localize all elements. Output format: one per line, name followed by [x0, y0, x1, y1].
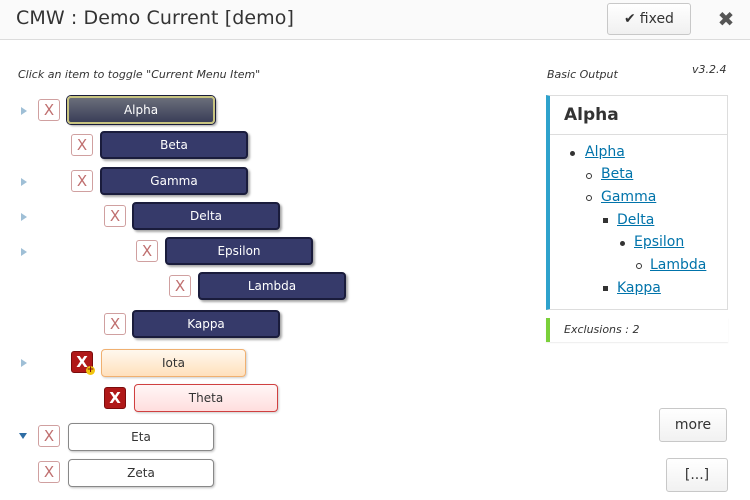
- exclude-toggle-zeta[interactable]: X: [38, 461, 60, 483]
- exclude-toggle-theta[interactable]: X: [104, 387, 126, 409]
- instructions-text: Click an item to toggle "Current Menu It…: [18, 68, 261, 81]
- exclude-toggle-alpha[interactable]: X: [38, 99, 60, 121]
- bullet-disc-icon: [620, 241, 625, 246]
- output-link-lambda[interactable]: Lambda: [650, 257, 707, 273]
- more-button[interactable]: more: [659, 408, 727, 442]
- expand-arrow-icon[interactable]: [21, 107, 27, 115]
- menu-item-lambda[interactable]: Lambda: [198, 272, 346, 300]
- output-link-beta[interactable]: Beta: [601, 166, 634, 182]
- menu-item-beta[interactable]: Beta: [100, 131, 248, 159]
- bullet-circle-icon: [636, 263, 642, 269]
- check-icon: ✔: [624, 11, 636, 27]
- bullet-square-icon: [603, 218, 608, 223]
- output-title: Alpha: [564, 105, 619, 125]
- menu-item-gamma[interactable]: Gamma: [100, 167, 248, 195]
- exclusions-count: Exclusions : 2: [546, 318, 728, 342]
- output-label: Basic Output: [547, 68, 618, 81]
- exclude-toggle-gamma[interactable]: X: [71, 170, 93, 192]
- exclude-toggle-epsilon[interactable]: X: [136, 240, 158, 262]
- output-link-epsilon[interactable]: Epsilon: [634, 234, 685, 250]
- menu-item-alpha[interactable]: Alpha: [67, 96, 215, 124]
- bullet-circle-icon: [586, 173, 592, 179]
- output-link-alpha[interactable]: Alpha: [585, 144, 625, 160]
- exclude-toggle-kappa[interactable]: X: [104, 313, 126, 335]
- dialog-header: CMW : Demo Current [demo] ✔ fixed ✖: [0, 0, 750, 40]
- divider: [550, 134, 727, 135]
- expand-arrow-icon[interactable]: [21, 248, 27, 256]
- exclude-toggle-iota[interactable]: X +: [71, 351, 95, 375]
- fixed-toggle-button[interactable]: ✔ fixed: [607, 3, 691, 35]
- exclude-toggle-beta[interactable]: X: [71, 134, 93, 156]
- expand-arrow-icon[interactable]: [21, 213, 27, 221]
- output-link-gamma[interactable]: Gamma: [601, 189, 657, 205]
- menu-item-zeta[interactable]: Zeta: [68, 459, 214, 487]
- exclude-toggle-delta[interactable]: X: [104, 205, 126, 227]
- exclude-toggle-lambda[interactable]: X: [169, 275, 191, 297]
- expand-arrow-icon[interactable]: [21, 359, 27, 367]
- menu-item-delta[interactable]: Delta: [132, 202, 280, 230]
- close-icon[interactable]: ✖: [717, 7, 735, 31]
- output-link-kappa[interactable]: Kappa: [617, 280, 661, 296]
- output-panel: Alpha Alpha Beta Gamma Delta Epsilon Lam…: [546, 95, 728, 310]
- bullet-disc-icon: [570, 151, 575, 156]
- bullet-circle-icon: [586, 195, 592, 201]
- exclude-toggle-eta[interactable]: X: [38, 425, 60, 447]
- plus-badge-icon: +: [86, 365, 95, 375]
- fixed-label: fixed: [639, 11, 674, 27]
- menu-item-iota[interactable]: Iota: [101, 349, 246, 377]
- version-label: v3.2.4: [692, 63, 727, 76]
- menu-item-eta[interactable]: Eta: [68, 423, 214, 451]
- collapse-arrow-icon[interactable]: [19, 433, 27, 439]
- exclude-x-icon: X: [76, 353, 88, 371]
- expand-arrow-icon[interactable]: [21, 178, 27, 186]
- menu-item-theta[interactable]: Theta: [134, 384, 278, 412]
- bullet-square-icon: [603, 286, 608, 291]
- expand-output-button[interactable]: [...]: [666, 458, 728, 492]
- dialog-title: CMW : Demo Current [demo]: [16, 7, 295, 29]
- menu-item-epsilon[interactable]: Epsilon: [165, 237, 313, 265]
- output-link-delta[interactable]: Delta: [617, 212, 655, 228]
- menu-item-kappa[interactable]: Kappa: [132, 310, 280, 338]
